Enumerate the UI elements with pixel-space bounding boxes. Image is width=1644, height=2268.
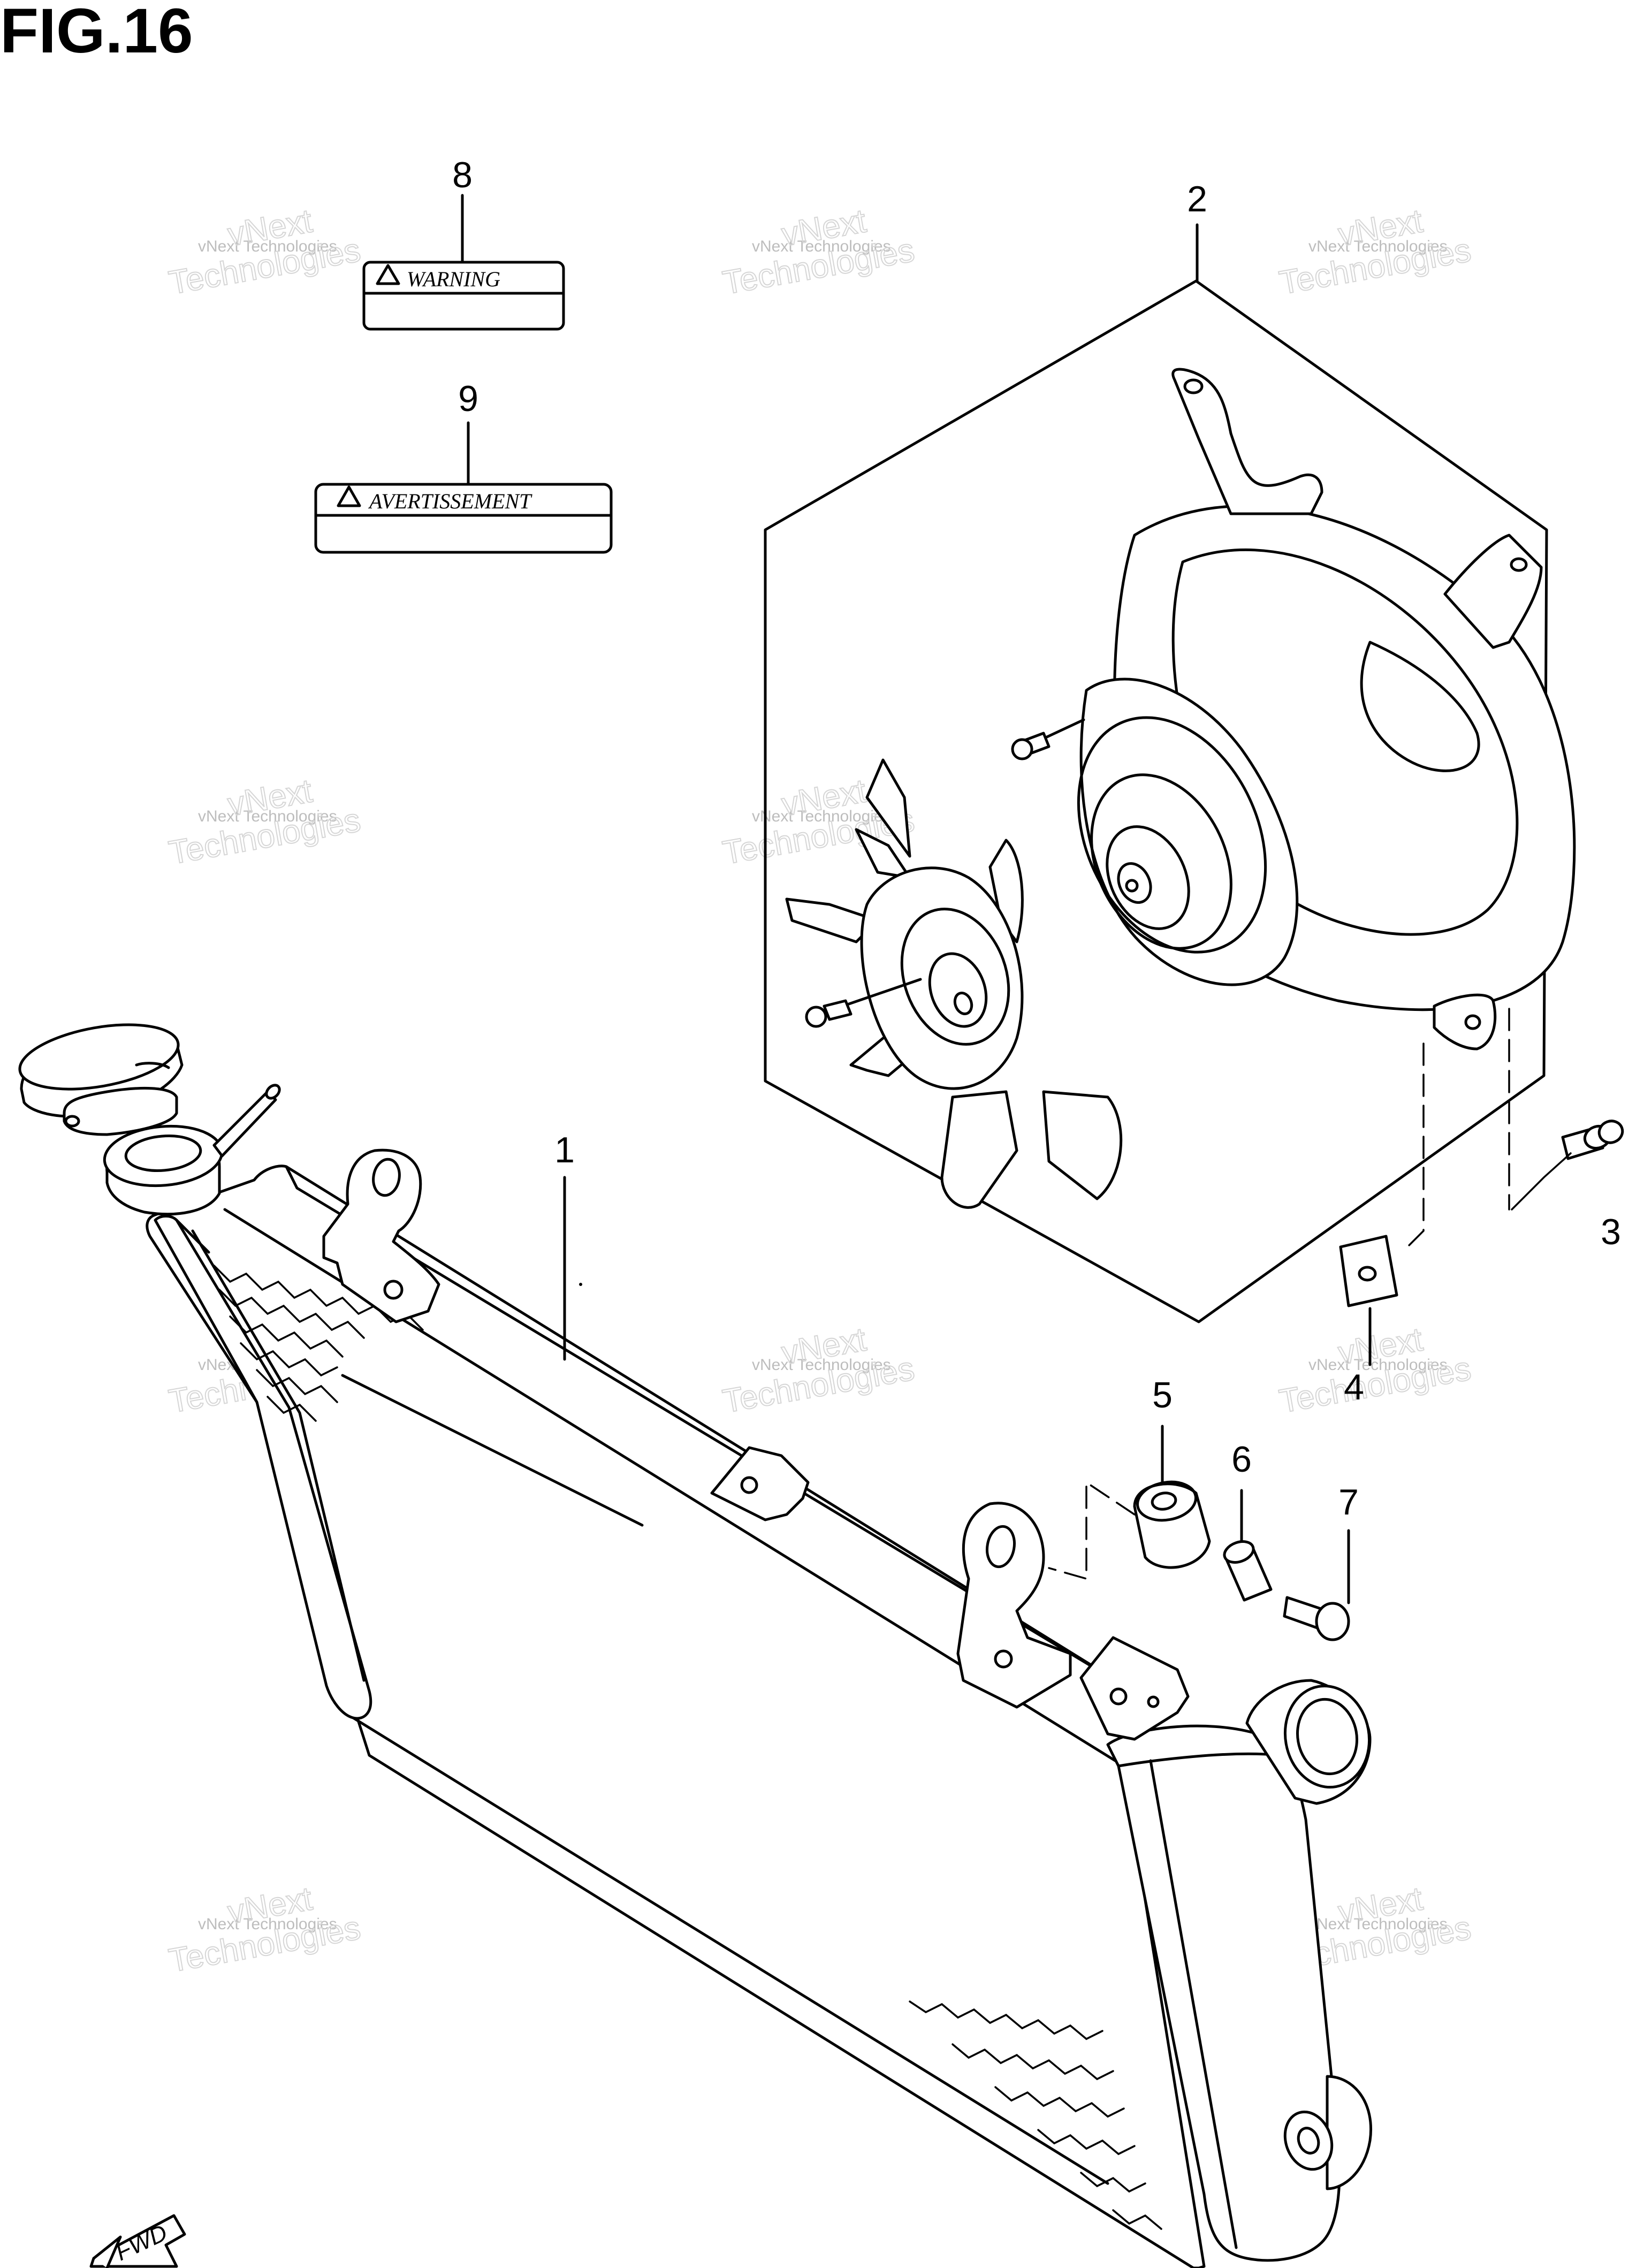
watermark: vNext Technologies Technologies vNext: [1276, 202, 1474, 302]
watermark: vNext Technologies Technologies vNext: [165, 772, 363, 872]
callout-4: 4: [1344, 1367, 1364, 1407]
fan-assembly-hexagon: [764, 279, 1548, 1323]
callout-6: 6: [1231, 1439, 1252, 1480]
radiator-cap: [18, 1023, 184, 1136]
warning-label-text: WARNING: [407, 267, 500, 291]
callout-9: 9: [458, 378, 478, 419]
bolt-7: [1283, 1529, 1350, 1641]
watermark: vNext Technologies Technologies vNext: [165, 202, 363, 302]
avertissement-label: AVERTISSEMENT: [314, 483, 613, 554]
callout-7: 7: [1338, 1482, 1359, 1523]
svg-text:vNext Technologies: vNext Technologies: [752, 238, 891, 255]
fan-mount-dashed-line-b: [1406, 1042, 1425, 1248]
radiator-1: [103, 1084, 1372, 2268]
motor-screw: [1011, 718, 1085, 760]
fan-motor: [1077, 678, 1299, 986]
diagram-speck: [579, 1283, 582, 1286]
watermark: vNext Technologies Technologies vNext: [719, 202, 917, 302]
callout-1: 1: [554, 1130, 575, 1170]
callout-3: 3: [1601, 1212, 1621, 1252]
radiator-core-hatch-top: [213, 1265, 424, 1422]
grommet-5: [1133, 1425, 1211, 1569]
svg-text:vNext Technologies: vNext Technologies: [1308, 1915, 1448, 1933]
warning-label: WARNING: [362, 261, 565, 331]
collar-6: [1223, 1489, 1273, 1602]
watermark: vNext Technologies Technologies vNext: [1276, 1320, 1474, 1420]
avertissement-label-text: AVERTISSEMENT: [368, 489, 532, 513]
svg-text:vNext Technologies: vNext Technologies: [198, 238, 337, 255]
watermark: vNext Technologies Technologies vNext: [165, 1879, 363, 1980]
svg-text:vNext Technologies: vNext Technologies: [1308, 238, 1448, 255]
figure-title: FIG.16: [0, 0, 193, 66]
svg-text:vNext Technologies: vNext Technologies: [1308, 1356, 1448, 1374]
svg-text:vNext Technologies: vNext Technologies: [752, 1356, 891, 1374]
svg-text:vNext Technologies: vNext Technologies: [198, 1915, 337, 1933]
svg-text:vNext Technologies: vNext Technologies: [752, 808, 891, 825]
bolt-3: [1561, 1120, 1624, 1160]
grommet-dashed-line: [1048, 1480, 1136, 1580]
nut-clip-4: [1339, 1235, 1398, 1366]
fan-blade-screw: [805, 978, 922, 1028]
fwd-arrow-icon: FWD: [89, 2214, 186, 2268]
callout-2: 2: [1187, 179, 1207, 219]
leader-line-3-dashed: [1511, 1152, 1572, 1211]
callout-8: 8: [452, 155, 473, 195]
fan-blade: [785, 758, 1123, 1209]
radiator-core-hatch-bottom: [909, 2000, 1162, 2230]
callout-5: 5: [1152, 1375, 1173, 1415]
svg-text:vNext Technologies: vNext Technologies: [198, 808, 337, 825]
watermark: vNext Technologies Technologies vNext: [719, 1320, 917, 1420]
